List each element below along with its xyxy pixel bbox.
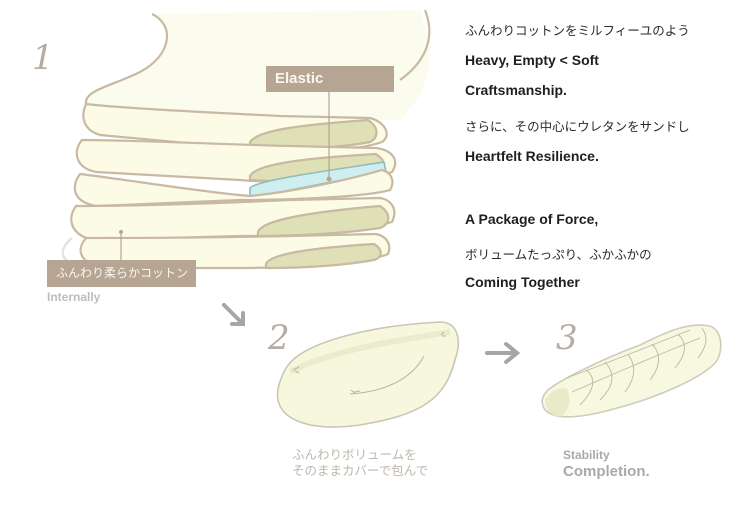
step3-caption-line1: Stability: [563, 448, 610, 462]
arrow-right-icon: [485, 342, 521, 364]
arrow-down-right-icon: [222, 303, 245, 326]
cotton-stack-illustration: [61, 9, 431, 270]
step-number-3: 3: [556, 318, 578, 358]
layer-3: [73, 168, 394, 208]
copy-line-5: Heartfelt Resilience.: [465, 148, 599, 164]
step-number-2: 2: [268, 318, 290, 358]
step2-caption-line2: そのままカバーで包んで: [292, 464, 429, 478]
elastic-tag-label: Elastic: [275, 70, 324, 87]
copy-line-4: さらに、その中心にウレタンをサンドし: [465, 120, 690, 134]
cotton-tag: ふんわり柔らかコットン: [47, 260, 196, 287]
quilted-mattress-illustration: [541, 324, 722, 418]
step2-caption: ふんわりボリュームを そのままカバーで包んで: [292, 447, 428, 479]
copy-line-6: A Package of Force,: [465, 211, 599, 227]
copy-line-3: Craftsmanship.: [465, 82, 567, 98]
step2-caption-line1: ふんわりボリュームを: [292, 448, 417, 462]
step-number-1: 1: [32, 38, 54, 78]
step3-caption-line2: Completion.: [563, 463, 650, 480]
elastic-tag: Elastic: [266, 66, 394, 92]
copy-line-8: Coming Together: [465, 274, 580, 290]
internally-label: Internally: [47, 290, 101, 304]
cotton-tag-label: ふんわり柔らかコットン: [56, 266, 189, 280]
top-sheet: [85, 10, 431, 120]
wrapped-block-illustration: [276, 321, 459, 428]
copy-line-7: ボリュームたっぷり、ふかふかの: [465, 248, 652, 262]
copy-line-1: ふんわりコットンをミルフィーユのよう: [465, 24, 690, 38]
copy-line-2: Heavy, Empty < Soft: [465, 52, 599, 68]
